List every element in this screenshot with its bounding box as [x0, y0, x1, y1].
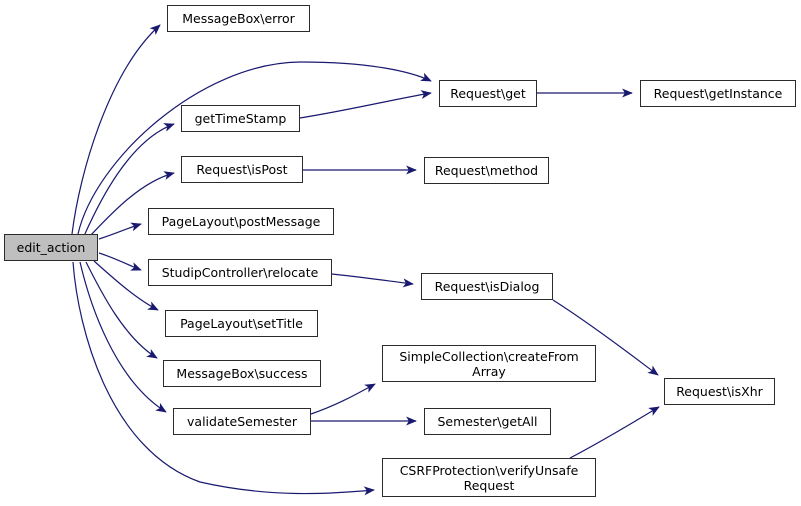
call-edge-studipcontroller_relocate-to-request_isdialog	[331, 273, 414, 288]
node-pagelayout_postmessage[interactable]: PageLayout\postMessage	[148, 208, 334, 235]
node-semester_getall[interactable]: Semester\getAll	[424, 408, 551, 435]
node-edit_action[interactable]: edit_action	[4, 234, 98, 261]
node-pagelayout_settitle[interactable]: PageLayout\setTitle	[165, 310, 318, 337]
node-label: Request\isDialog	[434, 279, 540, 294]
call-edge-gettimestamp-to-request_get	[299, 90, 432, 119]
node-simplecollection_createfromarray[interactable]: SimpleCollection\createFrom Array	[382, 345, 596, 382]
node-label: StudipController\relocate	[161, 265, 319, 280]
call-edge-validatesemester-to-simplecollection_createfromarray	[310, 383, 376, 415]
node-label: PageLayout\setTitle	[180, 316, 303, 331]
node-request_ispost[interactable]: Request\isPost	[181, 156, 303, 183]
node-messagebox_success[interactable]: MessageBox\success	[163, 360, 321, 387]
node-label: Semester\getAll	[437, 414, 538, 429]
node-label: edit_action	[16, 240, 86, 255]
node-label: Request\isXhr	[676, 384, 763, 399]
node-request_getinstance[interactable]: Request\getInstance	[640, 80, 796, 107]
node-label: PageLayout\postMessage	[161, 214, 321, 229]
call-edge-edit_action-to-pagelayout_postmessage	[98, 222, 142, 240]
node-request_isdialog[interactable]: Request\isDialog	[421, 273, 553, 300]
node-label: Request\method	[434, 163, 539, 178]
node-label: MessageBox\error	[182, 11, 295, 26]
node-label: getTimeStamp	[194, 111, 287, 126]
node-validatesemester[interactable]: validateSemester	[173, 408, 311, 435]
node-csrfprotection_verifyunsaferequest[interactable]: CSRFProtection\verifyUnsafe Request	[382, 458, 596, 497]
node-gettimestamp[interactable]: getTimeStamp	[181, 105, 300, 132]
node-label: SimpleCollection\createFrom Array	[399, 348, 579, 379]
node-label: validateSemester	[187, 414, 297, 429]
node-studipcontroller_relocate[interactable]: StudipController\relocate	[148, 259, 332, 286]
node-messagebox_error[interactable]: MessageBox\error	[167, 5, 310, 32]
call-edge-edit_action-to-messagebox_success	[85, 261, 158, 359]
call-edge-edit_action-to-studipcontroller_relocate	[98, 252, 142, 271]
node-label: CSRFProtection\verifyUnsafe Request	[399, 462, 579, 493]
call-edge-csrfprotection_verifyunsaferequest-to-request_isxhr	[569, 406, 660, 459]
node-request_get[interactable]: Request\get	[439, 80, 537, 107]
node-label: Request\getInstance	[653, 86, 783, 101]
node-label: Request\get	[450, 86, 526, 101]
node-request_isxhr[interactable]: Request\isXhr	[664, 378, 775, 405]
node-label: Request\isPost	[196, 162, 288, 177]
node-request_method[interactable]: Request\method	[424, 157, 549, 184]
call-edge-edit_action-to-messagebox_error	[71, 24, 161, 235]
node-label: MessageBox\success	[176, 366, 308, 381]
